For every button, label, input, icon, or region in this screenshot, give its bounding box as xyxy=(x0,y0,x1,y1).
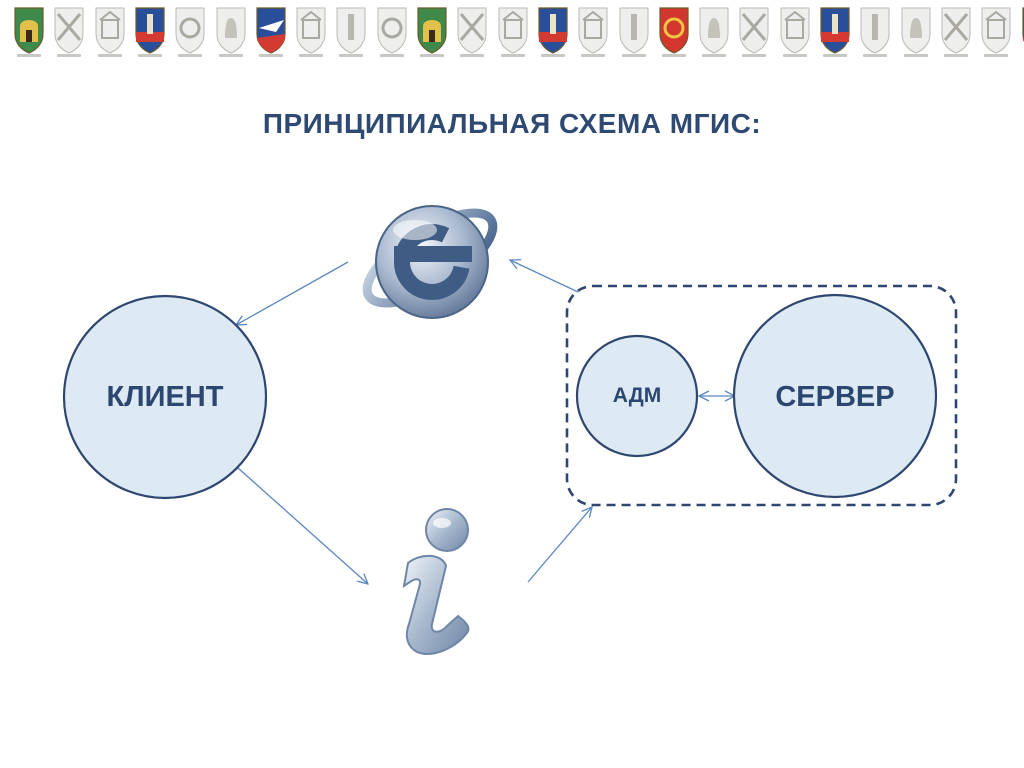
adm-label: АДМ xyxy=(612,384,662,407)
crest-grey-tower-icon xyxy=(336,7,366,57)
arrow-server-group-to-browser xyxy=(510,260,579,293)
crest-grey-arrows-icon xyxy=(457,7,487,57)
adm-node xyxy=(575,334,699,458)
crest-grey-building-icon xyxy=(498,7,528,57)
crest-grey-bell-icon xyxy=(216,7,245,57)
client-node xyxy=(62,294,268,500)
server-group-frame xyxy=(565,284,958,507)
crest-grey-circle-icon xyxy=(377,7,407,57)
crest-green-gate-icon xyxy=(14,7,44,57)
crest-grey-circle-icon xyxy=(175,7,205,57)
server-node xyxy=(732,293,938,499)
arrow-browser-to-client xyxy=(236,261,349,325)
crest-green-gate-icon xyxy=(417,7,447,57)
crest-blue-red-tower-icon xyxy=(538,7,568,57)
server-label: СЕРВЕР xyxy=(775,380,895,413)
client-label: КЛИЕНТ xyxy=(106,380,224,413)
internet-explorer-icon xyxy=(362,205,498,319)
info-icon xyxy=(402,508,470,655)
crest-blue-red-tower-icon xyxy=(820,7,850,57)
header-crest-strip xyxy=(0,0,1024,62)
crest-grey-building-icon xyxy=(981,7,1011,57)
crest-blue-red-tower-icon xyxy=(135,7,165,57)
crest-grey-tower-icon xyxy=(860,7,890,57)
crest-grey-building-icon xyxy=(780,7,810,57)
crest-grey-building-icon xyxy=(578,7,608,57)
crest-red-gold-circle-icon xyxy=(659,7,689,57)
crest-grey-bell-icon xyxy=(901,7,931,57)
crest-grey-building-icon xyxy=(296,7,326,57)
crest-grey-arrows-icon xyxy=(739,7,769,57)
crest-grey-tower-icon xyxy=(619,7,648,57)
crest-grey-arrows-icon xyxy=(54,7,84,57)
crest-blue-bird-icon xyxy=(256,7,286,57)
crest-grey-building-icon xyxy=(95,7,125,57)
arrow-client-to-info xyxy=(237,467,368,584)
crest-grey-arrows-icon xyxy=(941,7,971,57)
crest-grey-bell-icon xyxy=(699,7,729,57)
slide-title: ПРИНЦИПИАЛЬНАЯ СХЕМА МГИС: xyxy=(262,108,762,139)
arrow-info-to-server-group xyxy=(527,507,592,583)
